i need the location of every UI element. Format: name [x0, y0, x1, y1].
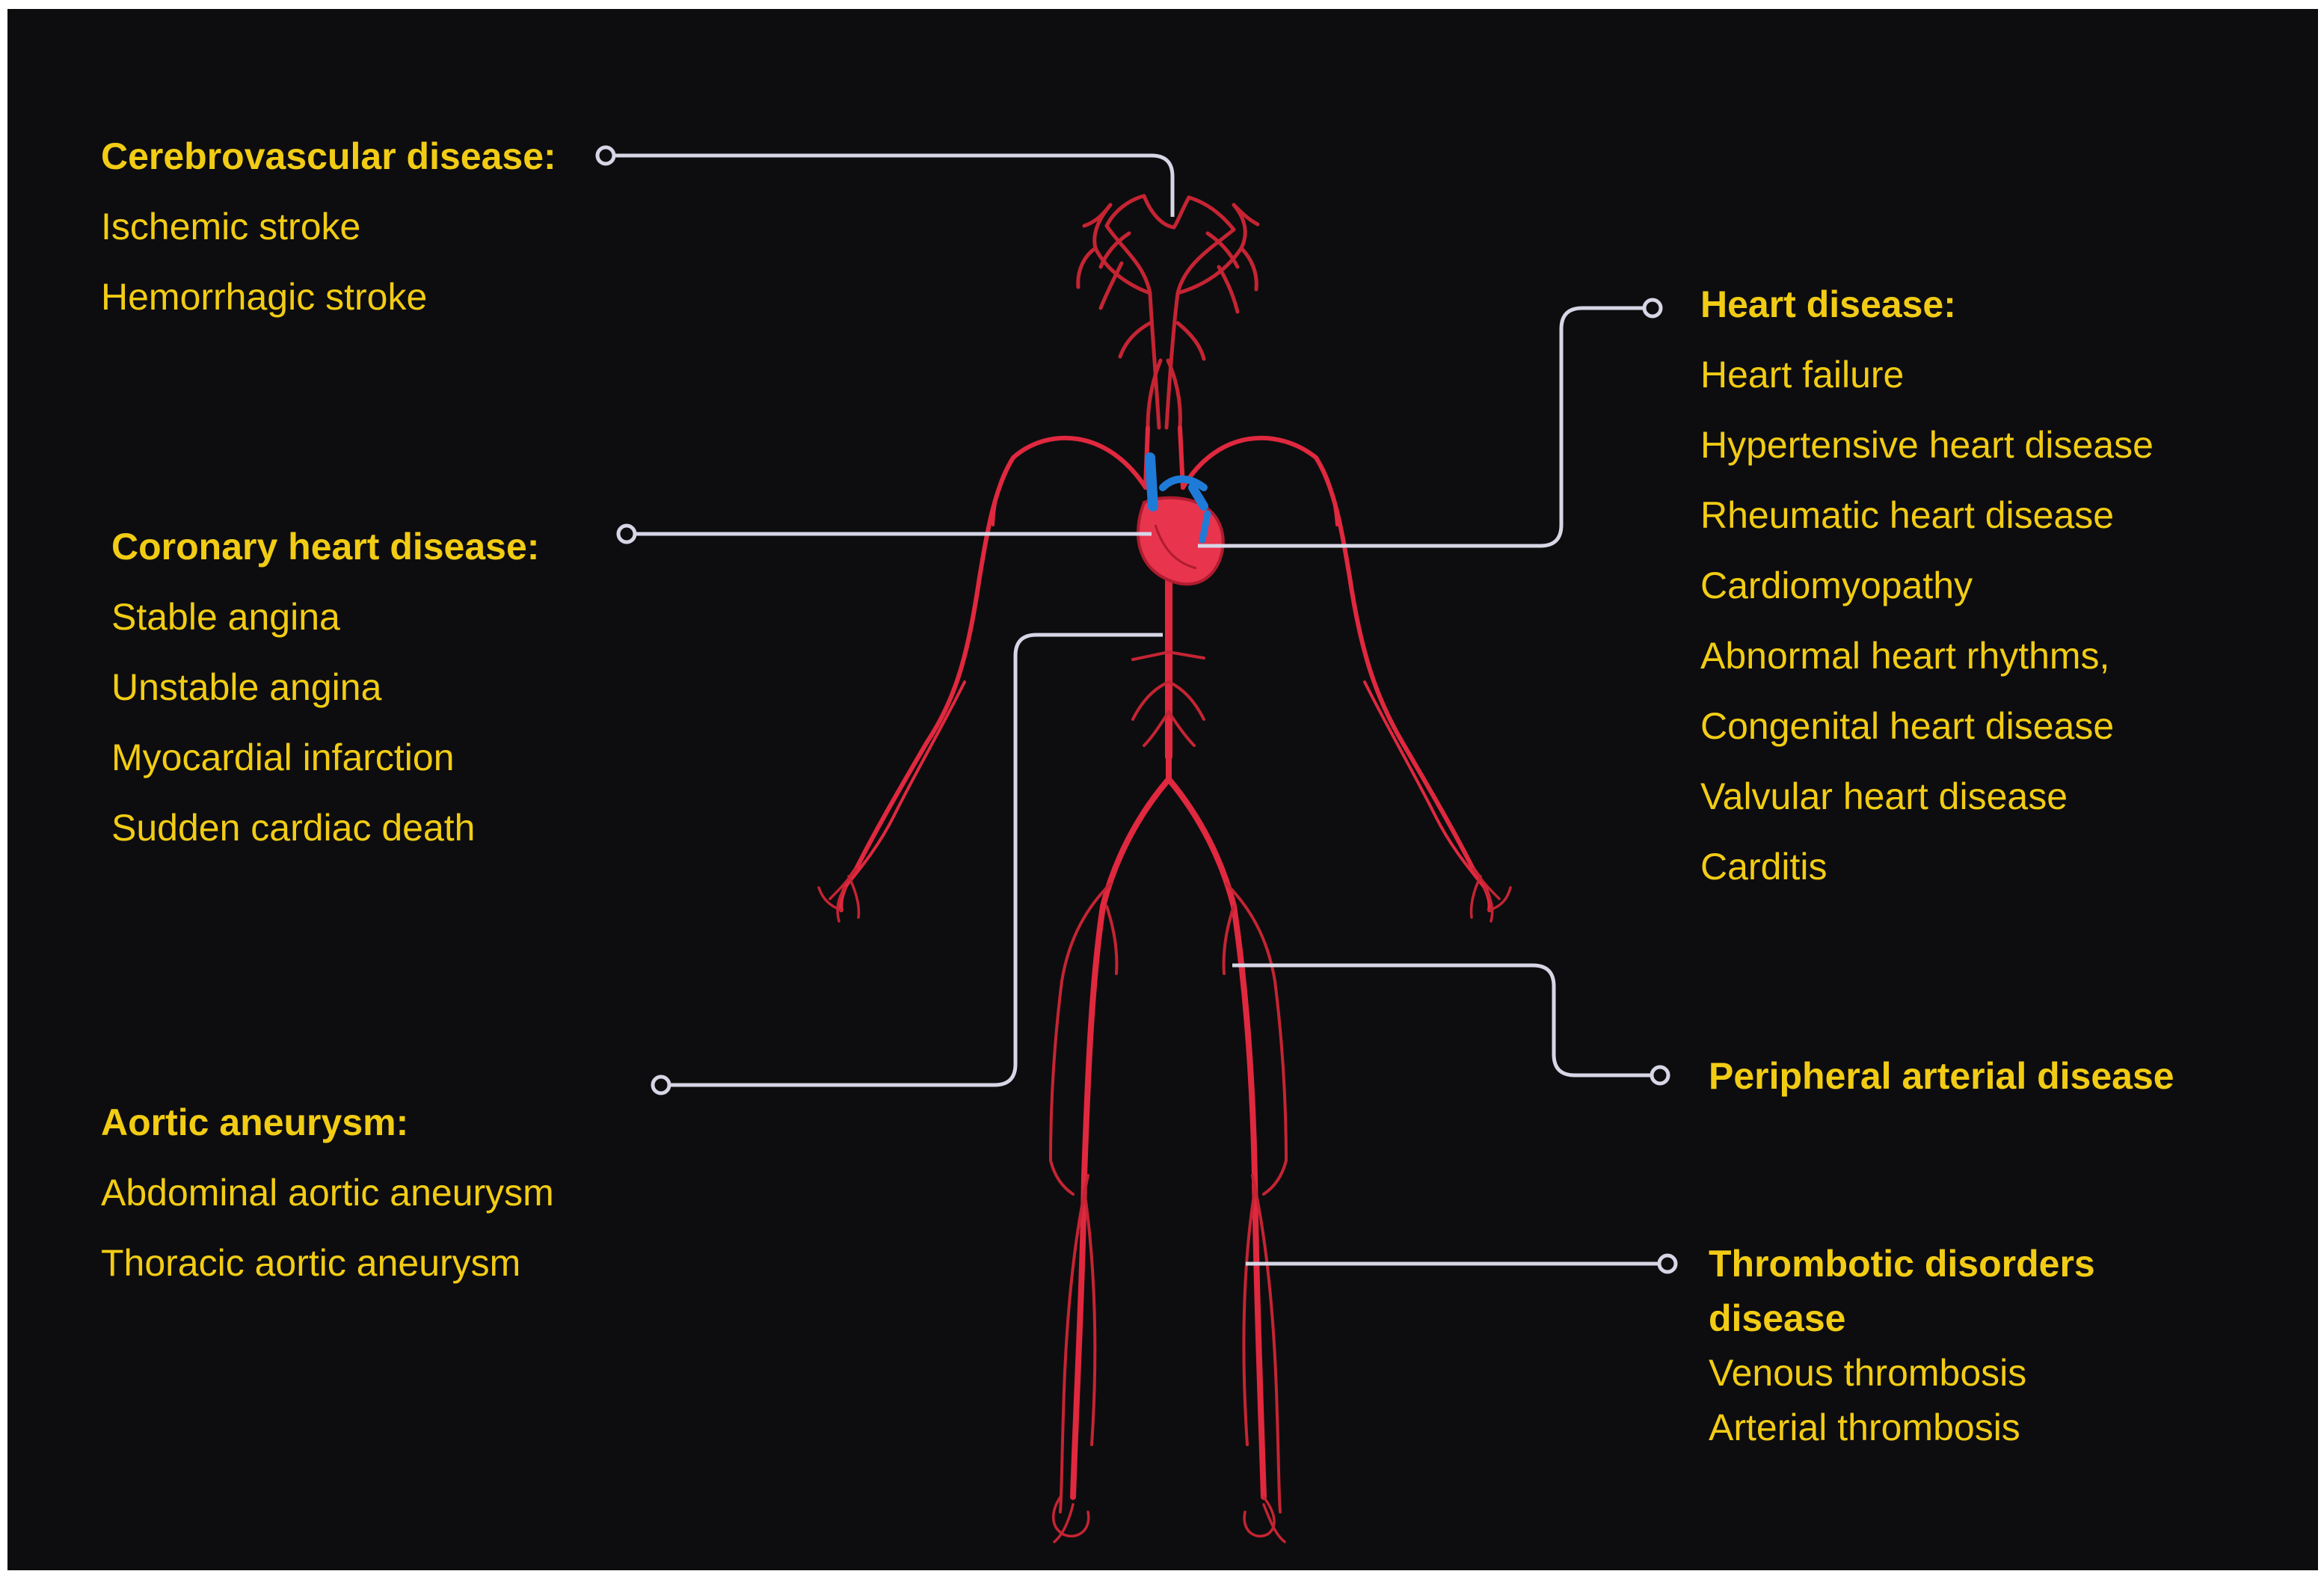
- thrombotic-heading-line: disease: [1709, 1297, 1846, 1339]
- heart-item: Heart failure: [1700, 354, 1905, 396]
- heart-item: Rheumatic heart disease: [1700, 494, 2115, 536]
- aortic-connector: [651, 633, 1163, 1095]
- heart-item: Hypertensive heart disease: [1700, 424, 2154, 466]
- thrombotic-group: Thrombotic disorders disease Venous thro…: [1709, 1237, 2095, 1455]
- leg-secondary-arteries: [1049, 882, 1288, 1513]
- circulatory-system-illustration: [595, 145, 1678, 1543]
- hand-arteries: [817, 867, 1512, 923]
- brain-arteries: [1076, 194, 1260, 430]
- coronary-item: Myocardial infarction: [111, 737, 455, 778]
- coronary-heading: Coronary heart disease:: [111, 526, 540, 568]
- aortic-item: Abdominal aortic aneurysm: [101, 1172, 554, 1214]
- heart-item: Cardiomyopathy: [1700, 565, 1973, 606]
- aortic-group: Aortic aneurysm: Abdominal aortic aneury…: [101, 1087, 554, 1298]
- cerebrovascular-heading: Cerebrovascular disease:: [101, 135, 556, 177]
- trunk-branches: [1131, 651, 1205, 747]
- coronary-item: Unstable angina: [111, 666, 382, 708]
- coronary-connector: [616, 523, 1152, 544]
- heart-item: Congenital heart disease: [1700, 705, 2115, 747]
- peripheral-heading: Peripheral arterial disease: [1709, 1055, 2174, 1097]
- heart-connector: [1198, 298, 1663, 548]
- aortic-item: Thoracic aortic aneurysm: [101, 1242, 521, 1284]
- coronary-item: Stable angina: [111, 596, 340, 638]
- diagram-panel: Cerebrovascular disease: Ischemic stroke…: [7, 9, 2318, 1570]
- thrombotic-heading-line: Thrombotic disorders: [1709, 1243, 2095, 1285]
- cerebrovascular-group: Cerebrovascular disease: Ischemic stroke…: [101, 121, 556, 332]
- heart-item: Valvular heart disease: [1700, 775, 2068, 817]
- heart-icon: [1137, 452, 1225, 586]
- peripheral-connector: [1232, 963, 1670, 1086]
- peripheral-group: Peripheral arterial disease: [1709, 1041, 2174, 1111]
- heart-heading: Heart disease:: [1700, 283, 1956, 325]
- cerebrovascular-connector: [595, 145, 1175, 217]
- thrombotic-item: Venous thrombosis: [1709, 1352, 2027, 1394]
- thrombotic-connector: [1246, 1253, 1678, 1274]
- coronary-item: Sudden cardiac death: [111, 807, 476, 849]
- coronary-group: Coronary heart disease: Stable angina Un…: [111, 511, 539, 863]
- connector-lines: [595, 145, 1678, 1274]
- leg-arteries: [1070, 754, 1267, 1500]
- heart-group: Heart disease: Heart failure Hypertensiv…: [1700, 269, 2154, 902]
- aortic-heading: Aortic aneurysm:: [101, 1101, 409, 1143]
- heart-item: Abnormal heart rhythms,: [1700, 635, 2110, 677]
- cerebrovascular-item: Hemorrhagic stroke: [101, 276, 428, 318]
- foot-arteries: [1052, 1495, 1286, 1543]
- heart-item: Carditis: [1700, 846, 1827, 888]
- cerebrovascular-item: Ischemic stroke: [101, 206, 361, 248]
- thrombotic-item: Arterial thrombosis: [1709, 1407, 2020, 1448]
